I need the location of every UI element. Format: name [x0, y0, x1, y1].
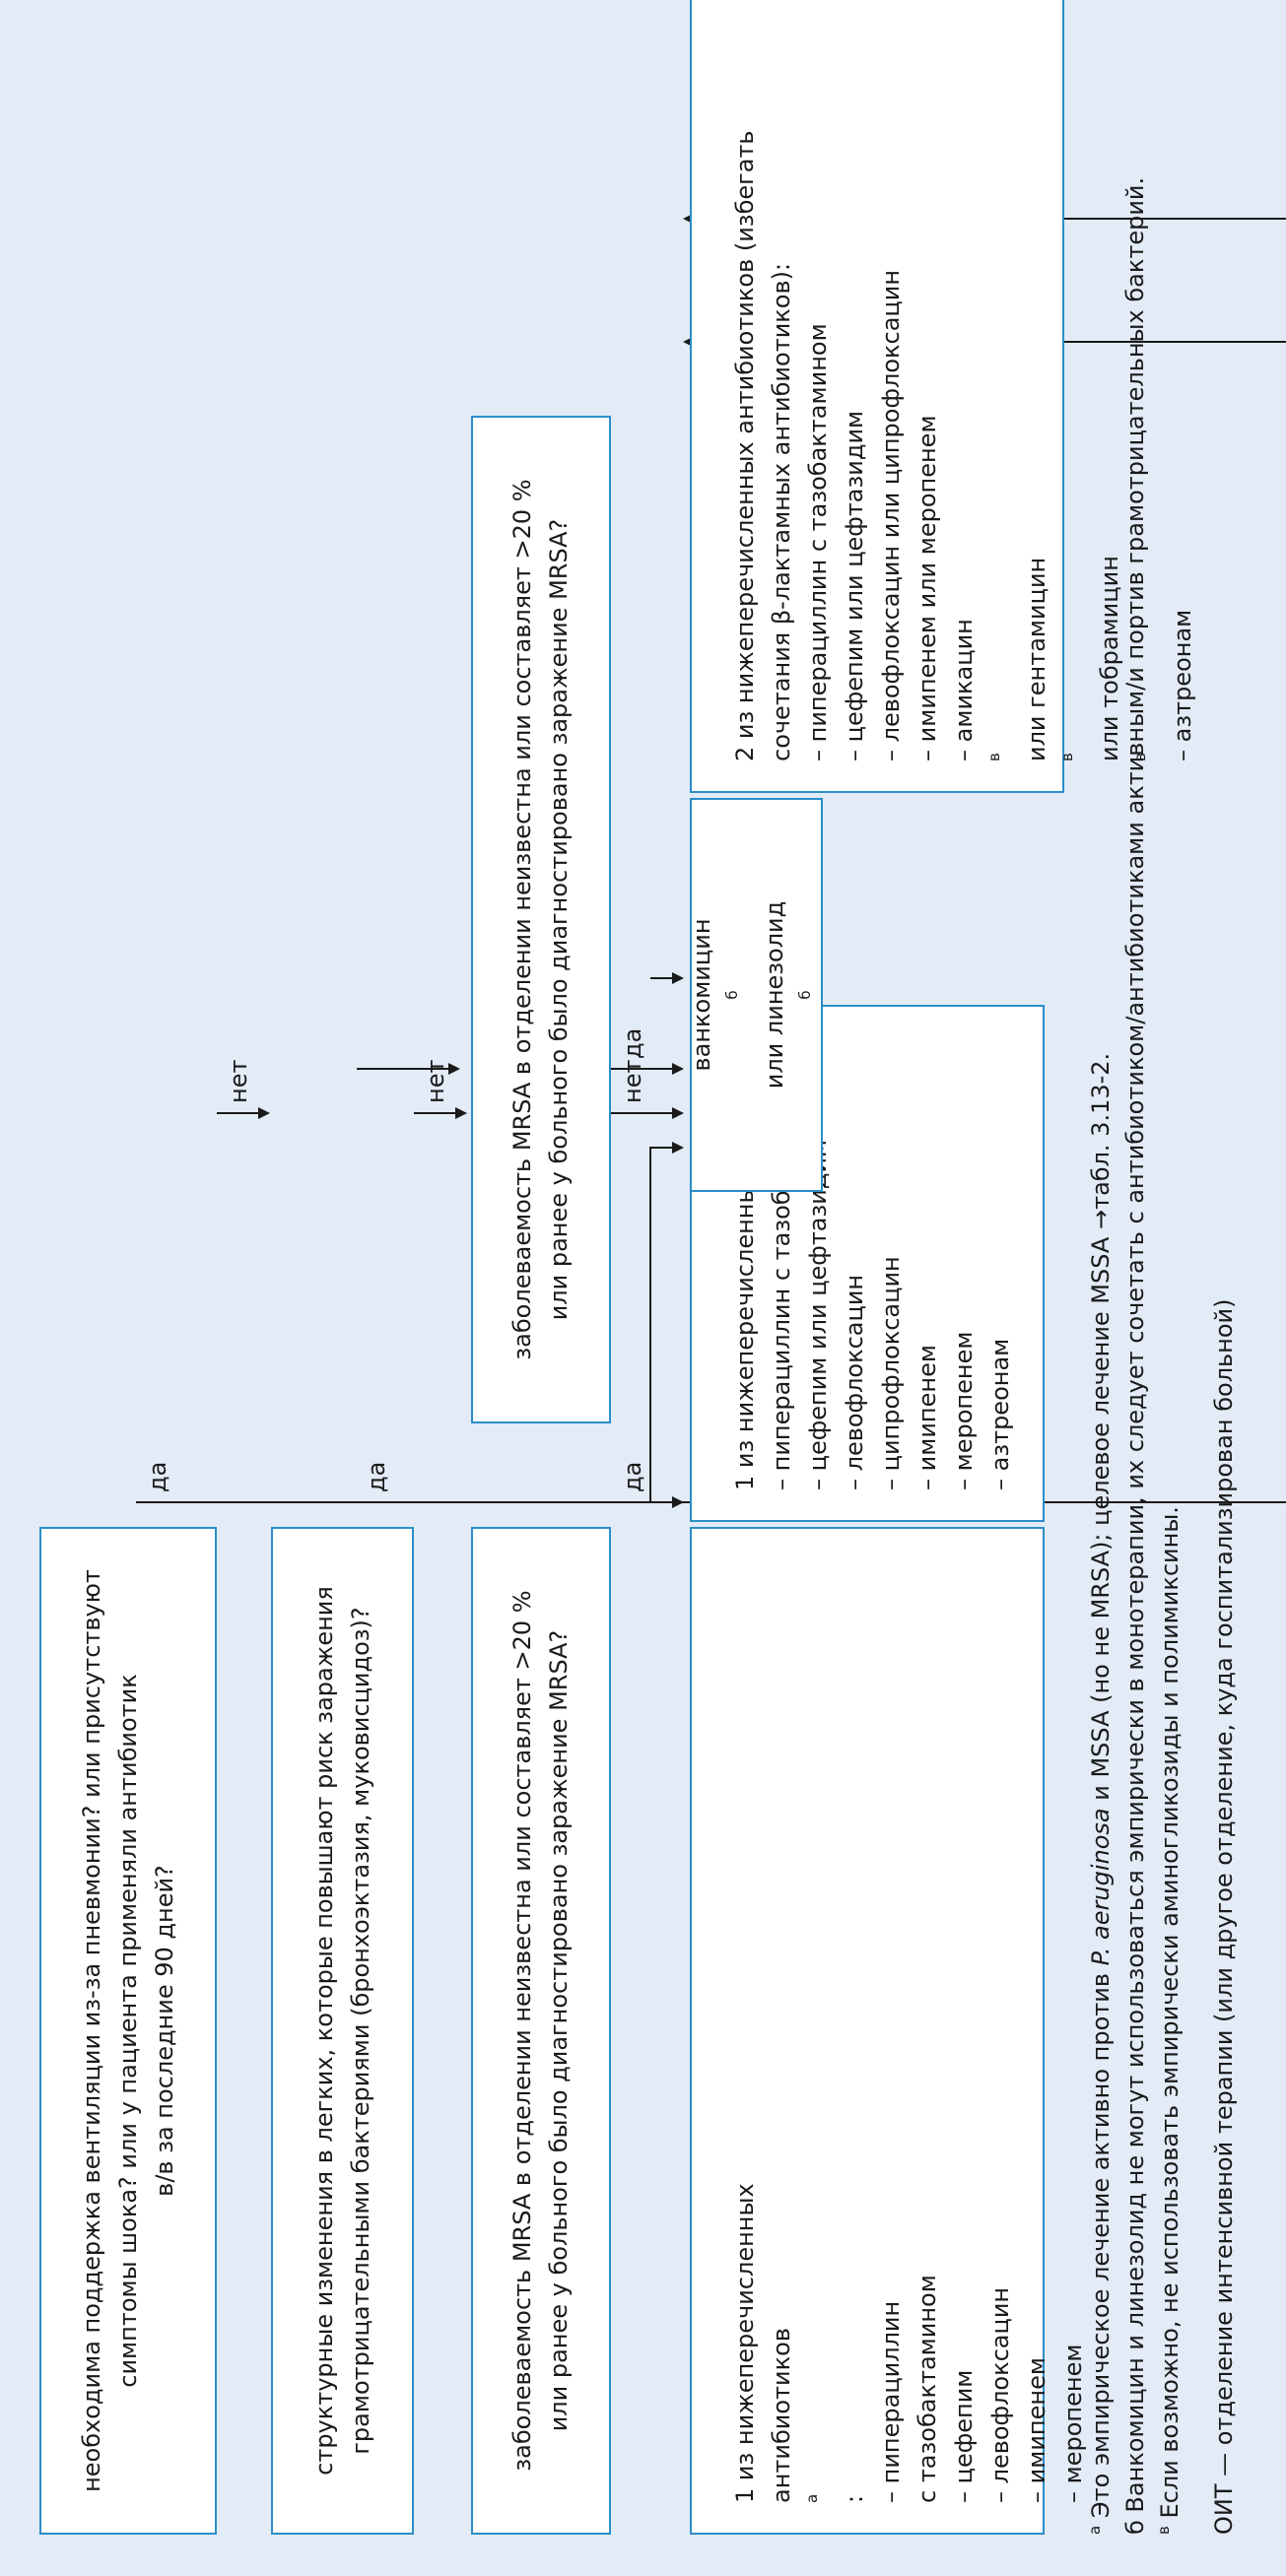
label-yes: да: [144, 1461, 171, 1492]
list1-item: – имипенем: [1023, 2357, 1050, 2503]
label-yes: да: [619, 1461, 646, 1492]
label-no: нет: [225, 1059, 252, 1103]
label-yes: да: [619, 1027, 646, 1059]
label-no: нет: [619, 1059, 646, 1103]
list2-item: – имипенем: [914, 1345, 941, 1490]
list1-item: – левофлоксацин: [986, 2286, 1014, 2503]
question-box-mrsa-left: заболеваемость MRSA в отделении неизвест…: [471, 1527, 611, 2535]
footnote-c: в Если возможно, не использовать эмпирич…: [1155, 1506, 1184, 2535]
question-box-structural: структурные изменения в легких, которые …: [271, 1527, 414, 2535]
list1-item: – цефепим: [950, 2369, 978, 2503]
list3-heading: сочетания β-лактамных антибиотиков):: [768, 262, 795, 761]
arrow-list2-vanco: [649, 1142, 684, 1502]
question-box-ventilation: необходима поддержка вентиляции из-за пн…: [39, 1527, 217, 2535]
list2-item: – азтреонам: [986, 1338, 1014, 1490]
q1-line: симптомы шока? или у пациента применяли …: [113, 1674, 142, 2388]
list1-heading: 1 из нижеперечисленных: [731, 2183, 759, 2503]
footnote-a: а Это эмпирическое лечение активно проти…: [1086, 1052, 1115, 2535]
list1-item: – пиперациллин: [877, 2300, 905, 2503]
q1-line: необходима поддержка вентиляции из-за пн…: [77, 1569, 105, 2492]
q3-line: заболеваемость MRSA в отделении неизвест…: [508, 1590, 536, 2472]
footnote-oit: ОИТ — отделение интенсивной терапии (или…: [1210, 1298, 1238, 2535]
list3-item: – левофлоксацин или ципрофлоксацин: [877, 269, 905, 761]
list3-item: – имипенем или меропенем: [914, 415, 941, 761]
q3-line: или ранее у больного было диагностирован…: [545, 1629, 573, 2432]
footnotes: а Это эмпирическое лечение активно проти…: [1084, 33, 1242, 2535]
q2-line: грамотрицательными бактериями (бронхоэкт…: [346, 1607, 374, 2455]
list2-item: – левофлоксацин: [841, 1274, 868, 1490]
q4-line: заболеваемость MRSA в отделении неизвест…: [508, 479, 536, 1360]
list3-item: – пиперациллин с тазобактамином: [804, 323, 832, 761]
list3-heading: 2 из нижеперечисленных антибиотиков (изб…: [731, 130, 759, 761]
antibiotic-list-3: 2 из нижеперечисленных антибиотиков (изб…: [690, 0, 1196, 793]
line-q2-yes: [353, 213, 1286, 1503]
question-box-mrsa-right: заболеваемость MRSA в отделении неизвест…: [471, 416, 611, 1423]
label-yes: да: [363, 1461, 390, 1492]
list1-item: с тазобактамином: [914, 2275, 941, 2503]
footnote-b: б Ванкомицин и линезолид не могут исполь…: [1121, 176, 1149, 2535]
list2-item: – ципрофлоксацин: [877, 1256, 905, 1490]
q1-line: в/в за последние 90 дней?: [150, 1865, 178, 2197]
q2-line: структурные изменения в легких, которые …: [309, 1586, 338, 2476]
q4-line: или ранее у больного было диагностирован…: [545, 518, 573, 1321]
list2-item: – меропенем: [950, 1331, 978, 1490]
list3-item: – цефепим или цефтазидим: [841, 410, 868, 761]
label-no: нет: [422, 1059, 449, 1103]
